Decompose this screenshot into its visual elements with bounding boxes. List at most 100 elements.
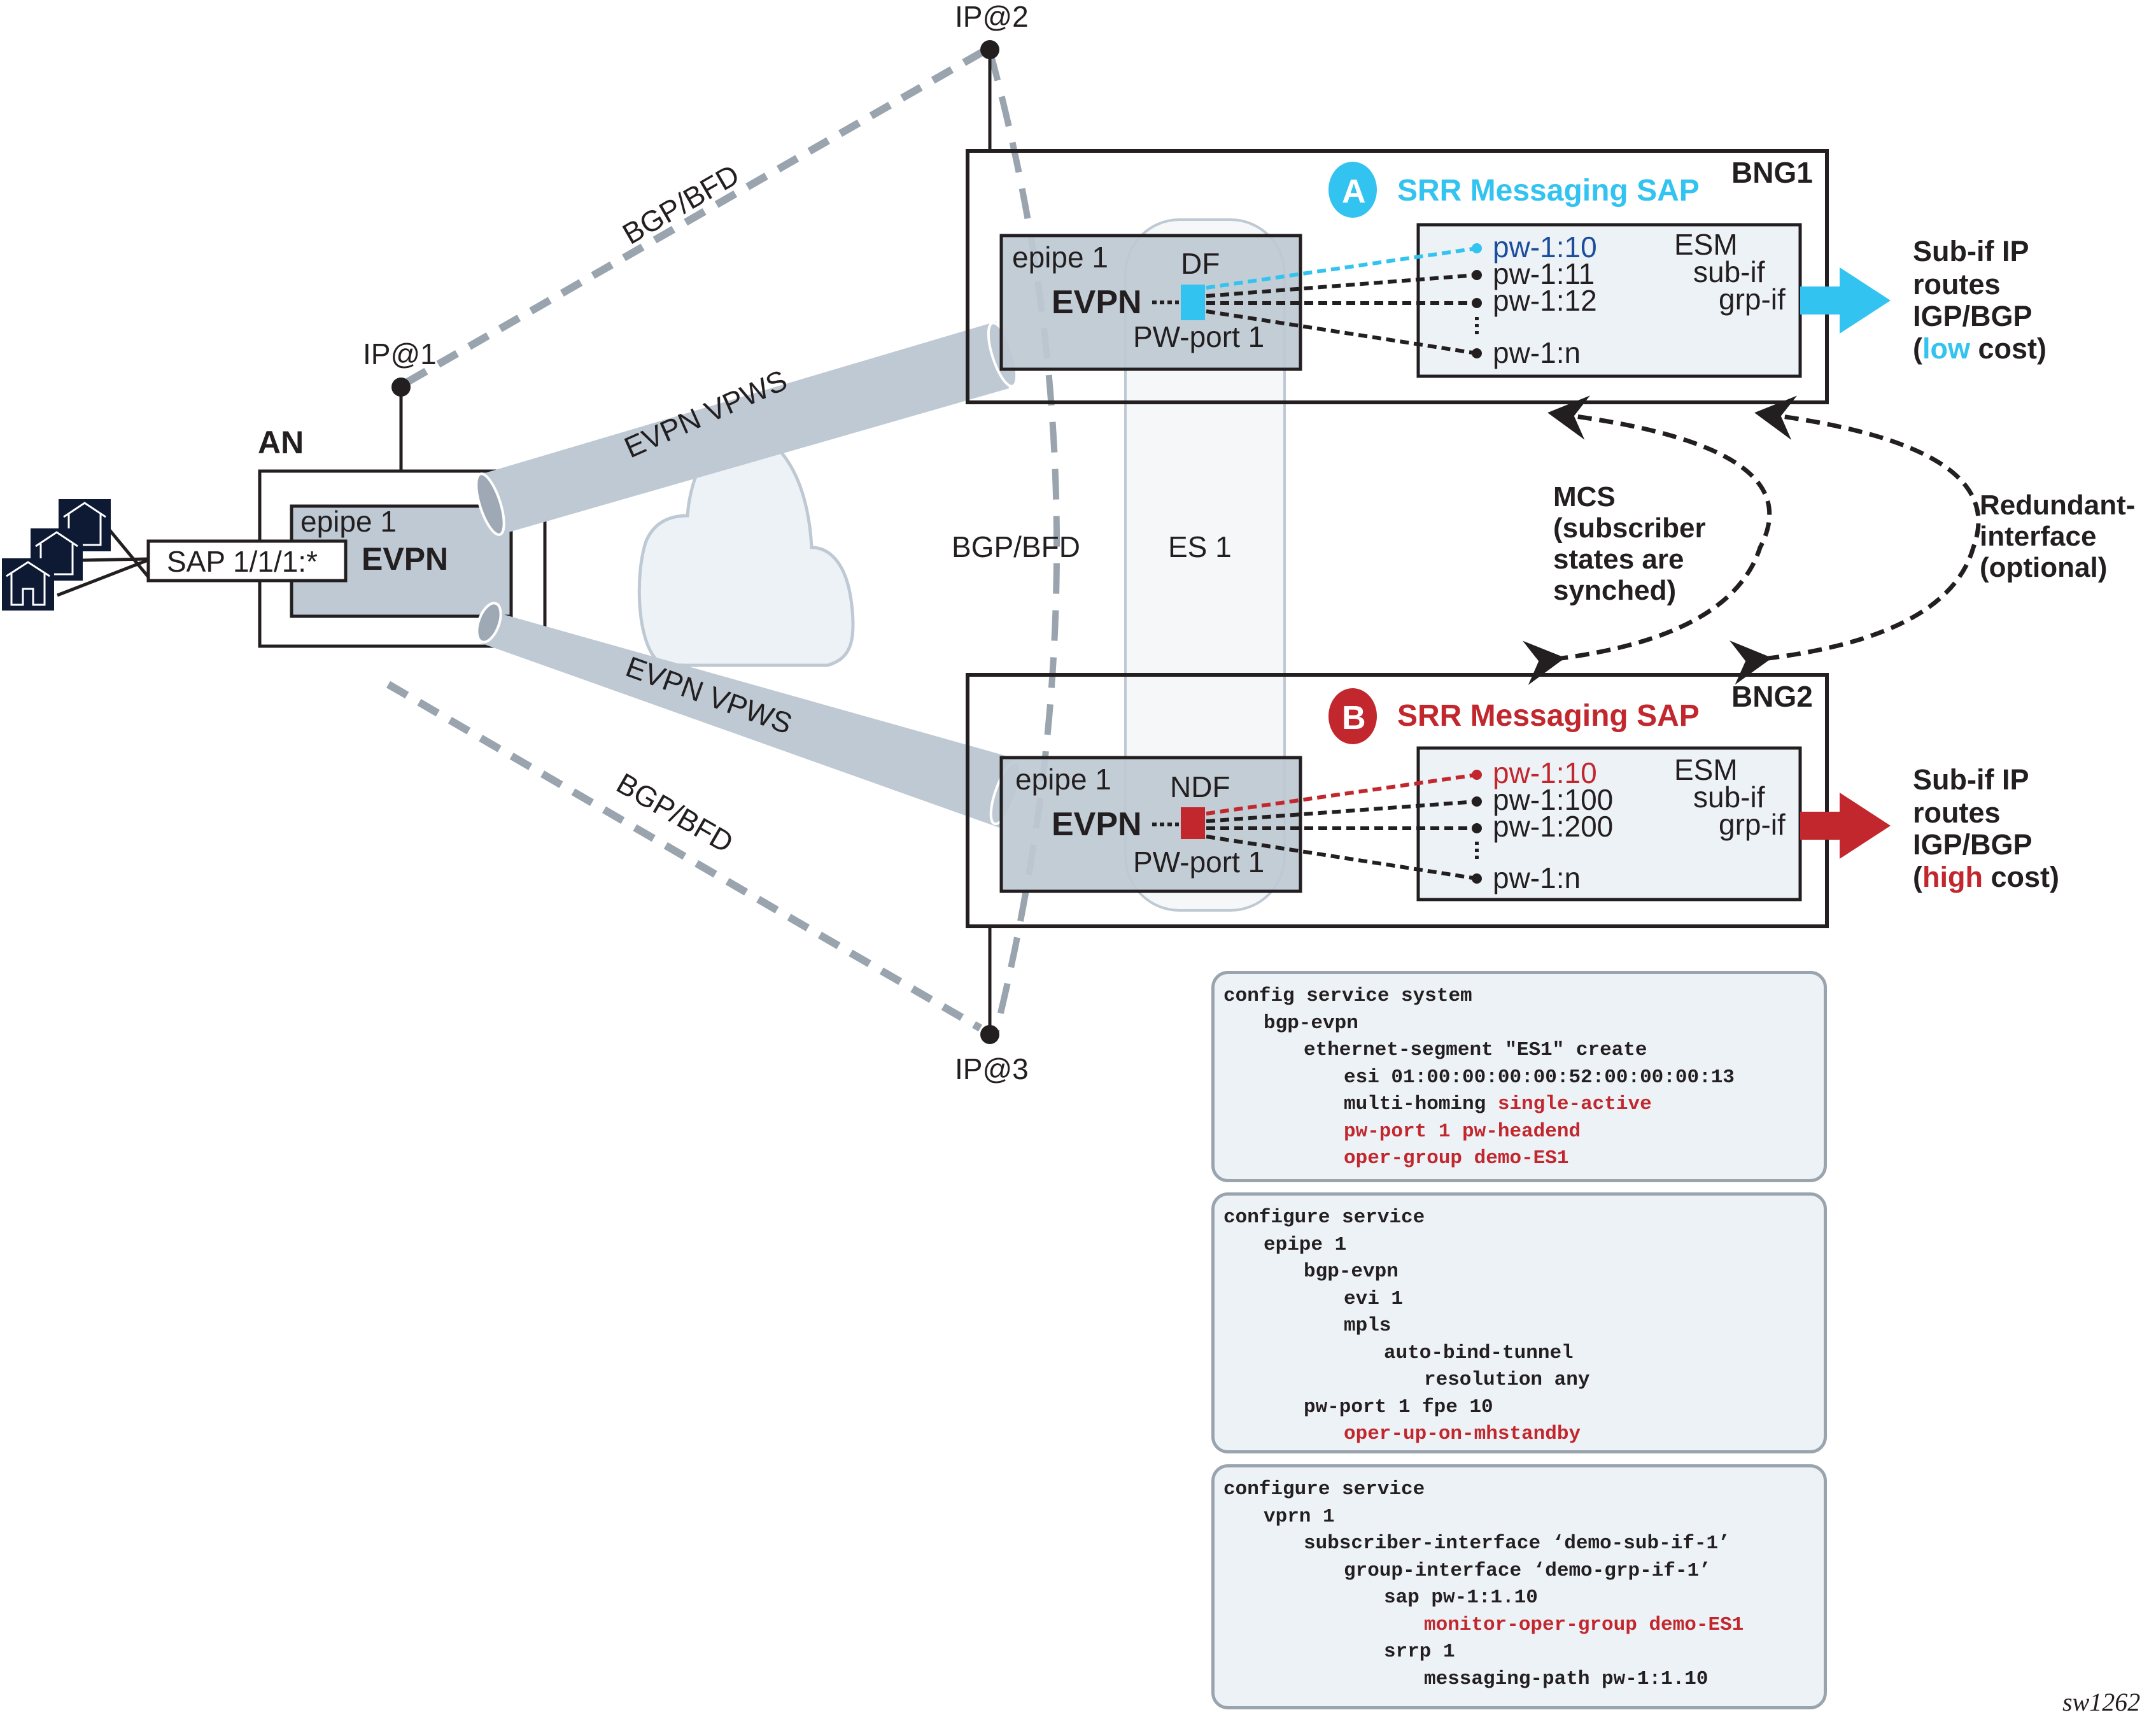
bng1-route-arrow-icon xyxy=(1800,267,1891,334)
code-text: subscriber-interface ‘demo-sub-if-1’ xyxy=(1304,1532,1730,1555)
code-text: esi 01:00:00:00:00:52:00:00:00:13 xyxy=(1344,1066,1735,1089)
bng2-role: NDF xyxy=(1170,770,1230,803)
ip2-label: IP@2 xyxy=(955,0,1029,33)
bng2-cost-line: (high cost) xyxy=(1913,861,2059,893)
code-text: pw-port 1 fpe 10 xyxy=(1304,1396,1493,1418)
house-icon xyxy=(2,558,54,611)
ip3-label: IP@3 xyxy=(955,1052,1029,1085)
bng2-pw-item: pw-1:n xyxy=(1493,861,1581,894)
bng1: BNG1 A SRR Messaging SAP epipe 1 DF EVPN… xyxy=(966,149,2047,404)
bgp-bfd-middle-label: BGP/BFD xyxy=(952,530,1080,563)
code-line: subscriber-interface ‘demo-sub-if-1’ xyxy=(1223,1530,1824,1558)
bng1-pw-item: pw-1:11 xyxy=(1493,257,1595,290)
code-text: vprn 1 xyxy=(1264,1505,1335,1528)
bng1-srr-label: SRR Messaging SAP xyxy=(1397,174,1700,208)
redundant-label-line: (optional) xyxy=(1980,552,2107,583)
code-highlight: oper-up-on-mhstandby xyxy=(1344,1423,1581,1445)
bng2-cost-open: ( xyxy=(1913,861,1922,893)
code-text: configure service xyxy=(1223,1478,1425,1501)
code-text: mpls xyxy=(1344,1315,1392,1337)
bng1-pw-port: PW-port 1 xyxy=(1133,320,1264,353)
code-text: srrp 1 xyxy=(1384,1641,1455,1663)
code-line: vprn 1 xyxy=(1223,1504,1824,1531)
bng2-box xyxy=(966,673,1829,928)
code-line: monitor-oper-group demo-ES1 xyxy=(1223,1612,1824,1639)
ip2-node-icon xyxy=(980,40,999,59)
bng2: BNG2 B SRR Messaging SAP epipe 1 NDF EVP… xyxy=(966,673,2059,928)
redundant-interface-arrow xyxy=(1730,395,1981,685)
code-block-vprn-config: configure service vprn 1 subscriber-interf… xyxy=(1211,1464,1827,1709)
bng1-cost-line: (low cost) xyxy=(1913,332,2047,365)
bng1-badge xyxy=(1328,162,1377,218)
code-text: messaging-path pw-1:1.10 xyxy=(1424,1667,1709,1690)
bng1-cost-close: cost) xyxy=(1970,332,2047,365)
bng1-epipe-label: epipe 1 xyxy=(1012,241,1108,274)
bgp-bfd-link-bottom xyxy=(386,681,983,1032)
code-line: esi 01:00:00:00:00:52:00:00:00:13 xyxy=(1223,1064,1824,1092)
bng2-esm-label: ESM xyxy=(1674,753,1738,786)
ip1-label: IP@1 xyxy=(363,337,437,371)
bgp-bfd-link-top xyxy=(405,44,992,386)
code-line: evi 1 xyxy=(1223,1286,1824,1313)
code-line: oper-group demo-ES1 xyxy=(1223,1145,1824,1173)
bng1-title: BNG1 xyxy=(1731,156,1813,189)
code-line: configure service xyxy=(1223,1476,1824,1504)
bng1-evpn-label: EVPN xyxy=(1052,284,1142,321)
bng1-pw-item: pw-1:12 xyxy=(1493,284,1597,317)
bng2-routes-line: Sub-if IP xyxy=(1913,763,2029,796)
code-line: bgp-evpn xyxy=(1223,1259,1824,1286)
bng2-srr-label: SRR Messaging SAP xyxy=(1397,699,1700,733)
mcs-label-line: states are xyxy=(1553,544,1684,575)
bng1-cost-word: low xyxy=(1922,332,1971,365)
code-line: ethernet-segment "ES1" create xyxy=(1223,1037,1824,1064)
code-line: mpls xyxy=(1223,1313,1824,1340)
bng2-subif-label: sub-if xyxy=(1693,781,1765,814)
code-line: auto-bind-tunnel xyxy=(1223,1340,1824,1367)
code-line: epipe 1 xyxy=(1223,1232,1824,1259)
bng1-esm-box xyxy=(1416,223,1802,378)
bng2-pw-item: pw-1:100 xyxy=(1493,783,1613,816)
redundant-label-line: interface xyxy=(1980,521,2096,552)
code-line: resolution any xyxy=(1223,1367,1824,1394)
code-line: messaging-path pw-1:1.10 xyxy=(1223,1666,1824,1693)
bng2-pw-item: pw-1:200 xyxy=(1493,810,1613,843)
code-line: configure service xyxy=(1223,1205,1824,1232)
code-highlight: oper-group demo-ES1 xyxy=(1344,1147,1569,1169)
code-text: multi-homing xyxy=(1344,1093,1498,1115)
code-highlight: single-active xyxy=(1497,1093,1652,1115)
code-highlight: monitor-oper-group demo-ES1 xyxy=(1424,1613,1744,1636)
ip1-node-icon xyxy=(391,378,411,397)
bng2-esm-box xyxy=(1416,746,1802,901)
an-title: AN xyxy=(258,425,304,460)
sap-box xyxy=(146,539,348,583)
redundant-label-line: Redundant- xyxy=(1980,490,2135,521)
mcs-label-line: (subscriber xyxy=(1553,512,1706,544)
ethernet-segment-region xyxy=(1124,218,1286,912)
bng2-cost-close: cost) xyxy=(1983,861,2059,893)
code-text: evi 1 xyxy=(1344,1287,1404,1310)
an-evpn-label: EVPN xyxy=(362,541,448,577)
code-line: config service system xyxy=(1223,983,1824,1010)
code-text: auto-bind-tunnel xyxy=(1384,1341,1574,1364)
bng1-esm-label: ESM xyxy=(1674,228,1738,261)
code-line: multi-homing single-active xyxy=(1223,1091,1824,1119)
code-text: group-interface ‘demo-grp-if-1’ xyxy=(1344,1559,1711,1582)
bng2-pw-port: PW-port 1 xyxy=(1133,845,1264,879)
bng1-routes-line: IGP/BGP xyxy=(1913,300,2033,332)
es-label: ES 1 xyxy=(1168,530,1232,563)
code-text: bgp-evpn xyxy=(1264,1012,1358,1035)
bgp-bfd-top-label: BGP/BFD xyxy=(617,158,745,251)
bng2-title: BNG2 xyxy=(1731,680,1813,713)
ip3-node-icon xyxy=(980,1025,999,1044)
bng1-routes-line: routes xyxy=(1913,268,2001,300)
figure-id: sw1262 xyxy=(2062,1688,2141,1716)
code-text: ethernet-segment "ES1" create xyxy=(1304,1039,1647,1061)
code-line: srrp 1 xyxy=(1223,1639,1824,1666)
bng2-routes-line: routes xyxy=(1913,796,2001,829)
code-text: configure service xyxy=(1223,1206,1425,1229)
bng1-grpif-label: grp-if xyxy=(1719,283,1786,316)
bng2-route-arrow-icon xyxy=(1800,793,1891,859)
